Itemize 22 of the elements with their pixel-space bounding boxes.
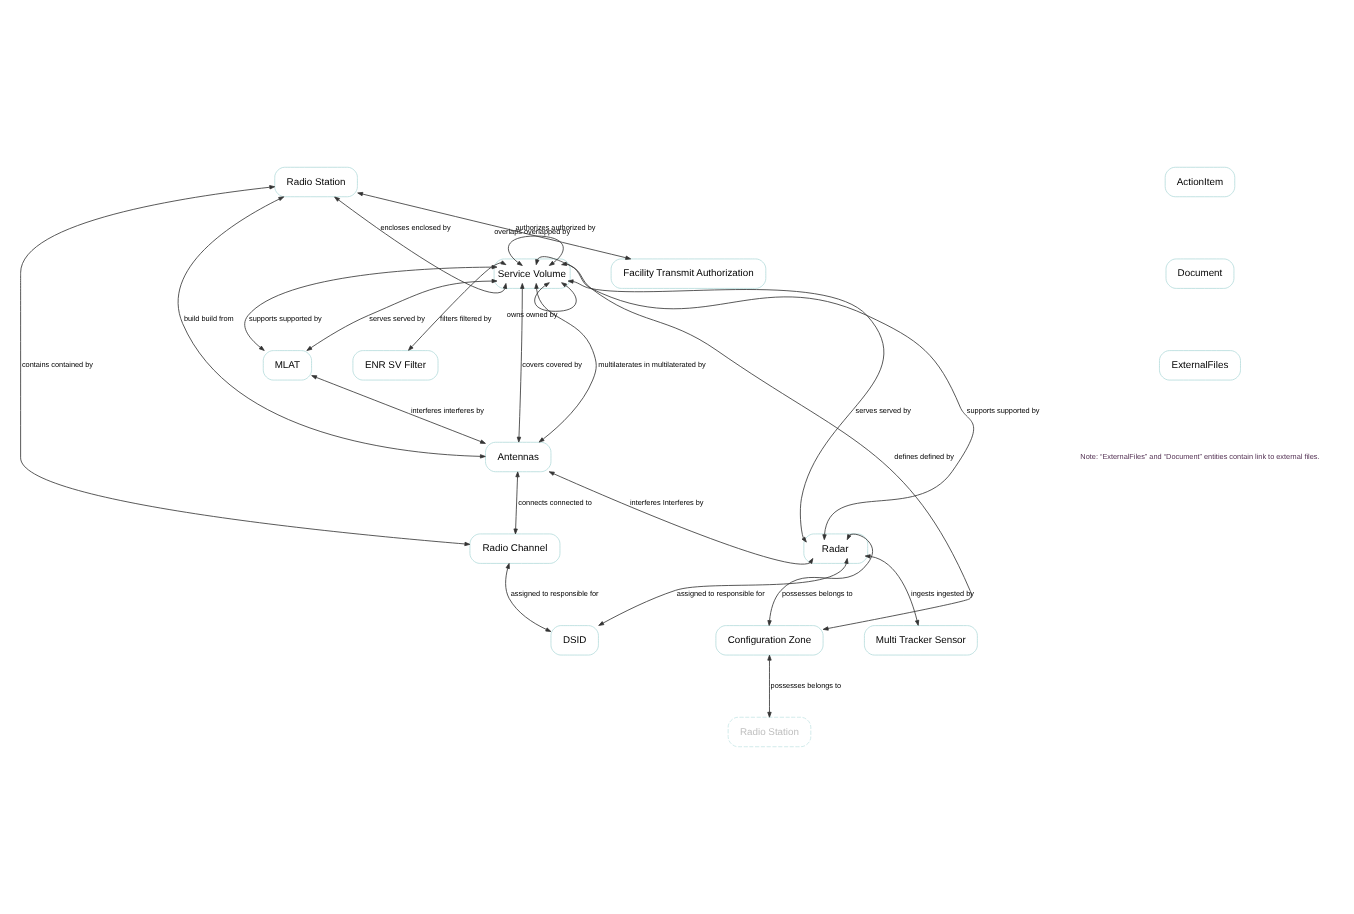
arrow [767, 533, 873, 626]
arrow [177, 196, 486, 459]
arrow [505, 563, 552, 632]
arrow [864, 554, 920, 626]
arrow [567, 279, 884, 543]
arrow [408, 260, 507, 351]
arrow [20, 185, 471, 547]
arrow [534, 282, 577, 312]
arrow [244, 265, 498, 351]
arrow [513, 471, 520, 535]
arrow [507, 235, 564, 266]
arrow [516, 283, 525, 443]
arrow [598, 558, 849, 626]
arrow [548, 471, 814, 565]
arrow [334, 196, 508, 294]
arrow [767, 654, 772, 718]
arrow [306, 278, 498, 351]
arrow [534, 283, 597, 443]
arrow [535, 256, 972, 631]
arrow [311, 375, 486, 444]
arrow [357, 191, 632, 260]
arrow [561, 261, 975, 541]
